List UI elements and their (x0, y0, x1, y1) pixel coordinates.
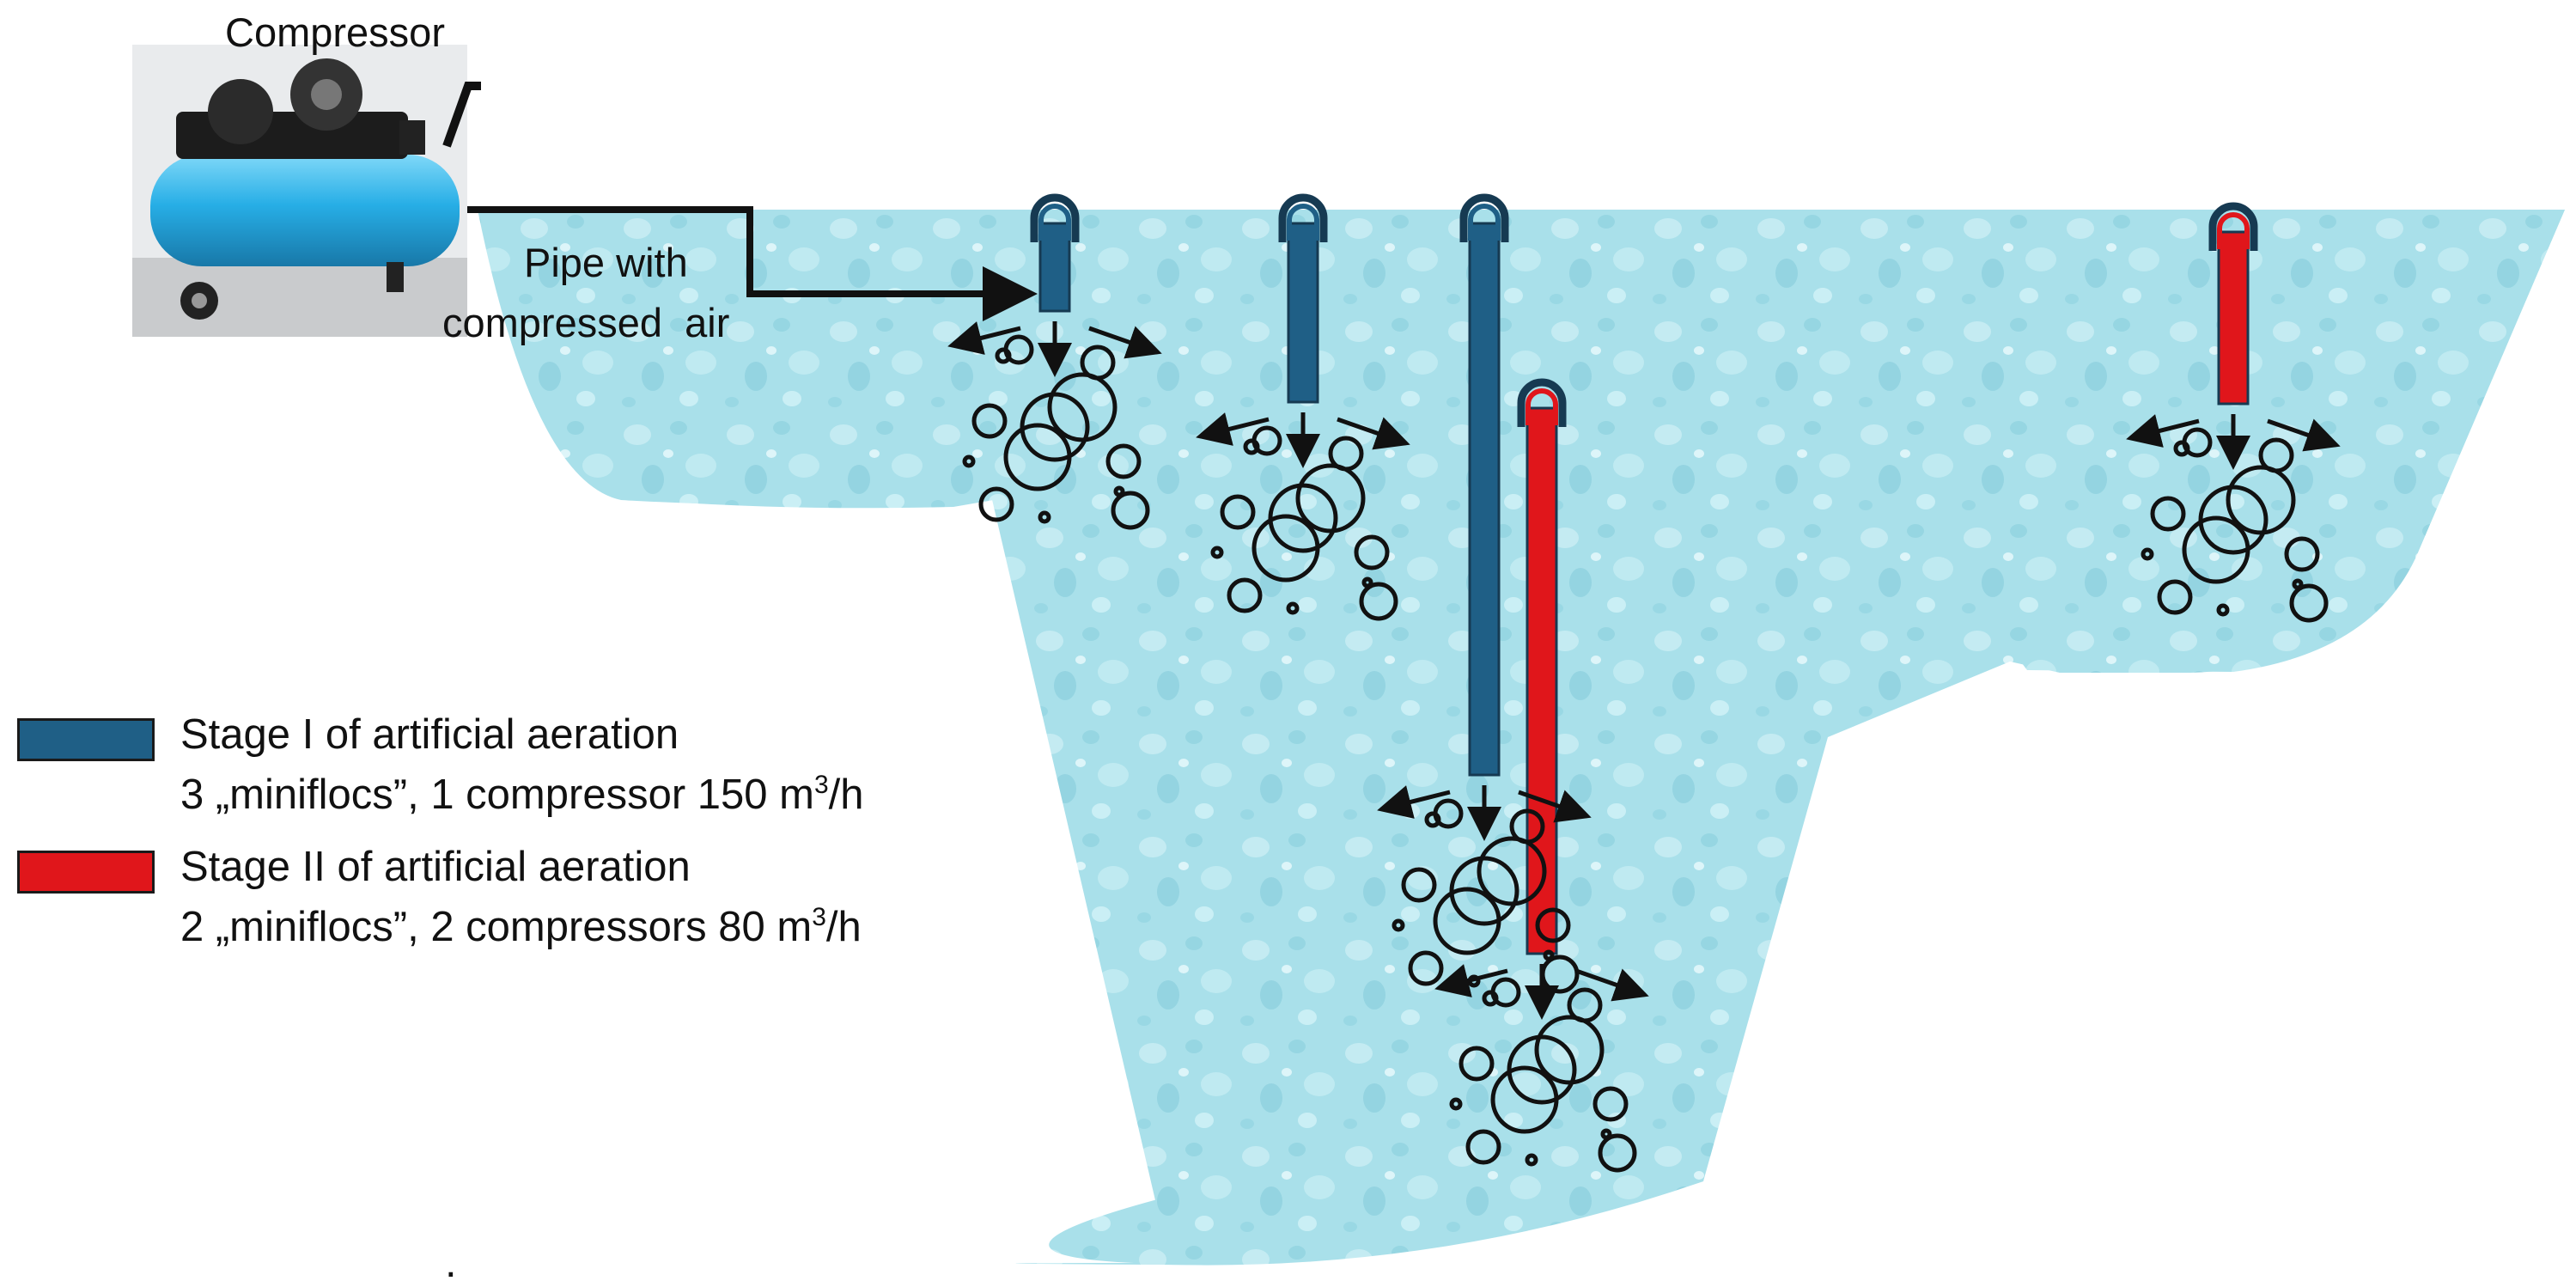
air-bubble (2216, 603, 2230, 617)
air-bubble (2292, 578, 2304, 590)
aerator-cap-inner (1468, 204, 1501, 241)
air-bubble (962, 454, 976, 468)
air-bubble (1003, 423, 1072, 491)
legend-stage2-title: Stage II of artificial aeration (180, 844, 691, 890)
air-bubble (2284, 536, 2320, 572)
air-bubble (1433, 798, 1464, 829)
air-bubble (1113, 485, 1125, 497)
water-body-left-basin (478, 210, 1031, 505)
aerator-pipes (1030, 193, 2258, 955)
air-bubble (1525, 1153, 1538, 1167)
aerator-pipe (1287, 222, 1319, 404)
legend-stage1-title: Stage I of artificial aeration (180, 711, 679, 758)
flow-arrows (947, 321, 2341, 1020)
footnote-mark: . (445, 1240, 457, 1286)
air-bubble (1047, 372, 1117, 442)
air-bubble (1359, 582, 1398, 621)
air-bubble (1534, 1015, 1605, 1085)
aerator-pipe (1526, 406, 1558, 955)
air-bubble (2226, 465, 2296, 535)
flow-arrow (1337, 417, 1410, 450)
legend-stage2-detail: 2 „miniflocs”, 2 compressors 80 m3/h (180, 903, 862, 950)
flow-arrow (947, 321, 1021, 355)
flow-arrow (1434, 964, 1508, 997)
air-bubble (1401, 867, 1437, 903)
aerator-cap (2208, 202, 2258, 251)
air-bubble (1392, 918, 1405, 932)
air-bubble (2157, 579, 2193, 615)
legend: Stage I of artificial aeration 3 „minifl… (17, 710, 1048, 974)
air-bubble (978, 486, 1014, 522)
compressed-air-pipe (467, 206, 1038, 321)
flow-arrow (1088, 326, 1162, 359)
legend-item-stage2: Stage II of artificial aeration 2 „minif… (17, 842, 1048, 974)
flow-arrow (1377, 785, 1451, 819)
air-bubble (1598, 1133, 1637, 1173)
air-bubble (1251, 425, 1282, 456)
pipe-label-line1: Pipe with (524, 240, 688, 285)
air-bubble (2182, 427, 2213, 458)
flow-arrow (2267, 418, 2341, 452)
legend-swatch-stage1 (17, 718, 155, 761)
aerator-pipe (1468, 222, 1501, 777)
air-bubble (1465, 1129, 1501, 1165)
air-bubble (1105, 443, 1142, 479)
aerator-cap-inner (1038, 204, 1071, 241)
air-bubble (2182, 515, 2250, 584)
aerator-cap (1030, 193, 1080, 242)
flow-arrow (2126, 414, 2200, 448)
air-bubble (1477, 836, 1547, 906)
air-bubble (1490, 1065, 1559, 1134)
air-bubble (1220, 494, 1256, 530)
air-bubble (1251, 514, 1320, 583)
air-bubble (1354, 534, 1390, 570)
air-bubble (2150, 496, 2186, 532)
air-bubble (2141, 547, 2154, 561)
aerator-pipe (2217, 230, 2250, 406)
air-bubble (1295, 463, 1366, 534)
air-bubble (1490, 977, 1521, 1008)
air-bubble (1449, 1097, 1463, 1111)
air-bubbles (962, 334, 2329, 1173)
legend-swatch-stage2 (17, 851, 155, 894)
air-bubble (1111, 491, 1150, 530)
aerator-cap (1517, 378, 1567, 427)
pipe-label-line2: compressed air (442, 300, 729, 345)
flow-arrow (1518, 790, 1592, 823)
air-bubble (1286, 601, 1300, 615)
aerator-pipe (1038, 222, 1071, 313)
air-bubble (1227, 577, 1263, 613)
legend-stage1-detail: 3 „miniflocs”, 1 compressor 150 m3/h (180, 771, 864, 818)
air-bubble (1038, 510, 1051, 524)
aerator-cap (1278, 193, 1328, 242)
air-bubble (971, 403, 1008, 439)
aerator-cap-inner (1526, 388, 1558, 425)
air-bubble (1433, 887, 1501, 955)
air-bubble (1003, 334, 1034, 365)
air-bubble (1543, 949, 1555, 961)
air-bubble (1459, 1046, 1495, 1082)
air-bubble (1600, 1128, 1612, 1140)
aerator-cap-inner (2217, 212, 2250, 249)
air-bubble (1535, 907, 1571, 943)
compressor-photo (132, 45, 481, 337)
air-bubble (1210, 546, 1224, 559)
air-bubble (1592, 1086, 1629, 1122)
aerator-cap-inner (1287, 204, 1319, 241)
flow-arrow (1196, 412, 1270, 446)
compressor-label: Compressor (225, 9, 445, 55)
air-bubble (2289, 583, 2329, 623)
flow-arrow (1575, 968, 1649, 1002)
air-bubble (1361, 576, 1373, 589)
water-body-lower (988, 481, 1838, 1266)
legend-item-stage1: Stage I of artificial aeration 3 „minifl… (17, 710, 1048, 842)
aerator-cap (1459, 193, 1509, 242)
